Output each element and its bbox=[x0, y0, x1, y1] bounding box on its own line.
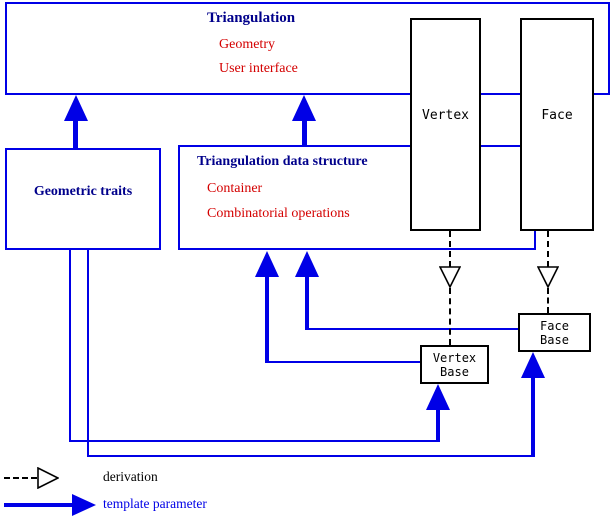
template-arrow-vertexbase-to-tds-horizontal bbox=[265, 361, 420, 363]
legend-derivation-dash bbox=[4, 477, 37, 479]
triangulation-title: Triangulation bbox=[207, 10, 296, 26]
template-arrow-vertexbase-to-tds-stem bbox=[265, 274, 269, 363]
template-arrow-facebase-to-tds-head-icon bbox=[295, 251, 319, 277]
vertex-base-label-line1: Vertex bbox=[432, 351, 477, 365]
template-arrow-traits-to-triangulation-head-icon bbox=[64, 95, 88, 121]
derivation-vertex-triangle-icon bbox=[439, 266, 461, 288]
legend-derivation-label: derivation bbox=[103, 469, 158, 484]
derivation-face-dash-upper bbox=[547, 231, 549, 267]
face-base-box: Face Base bbox=[518, 313, 591, 352]
legend-template-parameter-line bbox=[4, 503, 72, 507]
vertex-label: Vertex bbox=[422, 108, 469, 123]
vertex-base-box: Vertex Base bbox=[420, 345, 489, 384]
template-route-traits-to-vertexbase-horizontal bbox=[69, 440, 440, 442]
derivation-vertex-dash-upper bbox=[449, 231, 451, 267]
legend-derivation-triangle-icon bbox=[37, 467, 59, 489]
derivation-face-dash-lower bbox=[547, 288, 549, 313]
face-column-box: Face bbox=[520, 18, 594, 231]
triangulation-item-geometry: Geometry bbox=[219, 37, 275, 52]
template-arrow-traits-to-vertexbase-head-icon bbox=[426, 384, 450, 410]
vertex-base-label-line2: Base bbox=[440, 365, 469, 379]
legend-template-parameter-label: template parameter bbox=[103, 496, 207, 511]
legend-template-parameter-arrow-icon bbox=[72, 494, 96, 516]
vertex-column-box: Vertex bbox=[410, 18, 481, 231]
template-route-traits-to-vertexbase-vertical bbox=[69, 250, 71, 442]
template-arrow-vertexbase-to-tds-head-icon bbox=[255, 251, 279, 277]
face-label: Face bbox=[541, 108, 573, 123]
face-base-label-line1: Face bbox=[540, 319, 569, 333]
template-arrow-facebase-to-tds-horizontal bbox=[305, 328, 518, 330]
template-arrow-traits-to-vertexbase-stem bbox=[436, 408, 440, 442]
template-arrow-traits-to-facebase-stem bbox=[531, 378, 535, 457]
tds-box: Triangulation data structure Container C… bbox=[178, 145, 536, 250]
template-arrow-traits-to-triangulation-stem bbox=[73, 118, 78, 148]
triangulation-item-user-interface: User interface bbox=[219, 61, 298, 76]
template-arrow-tds-to-triangulation-head-icon bbox=[292, 95, 316, 121]
geometric-traits-box: Geometric traits bbox=[5, 148, 161, 250]
template-route-traits-to-facebase-horizontal bbox=[87, 455, 535, 457]
face-base-label-line2: Base bbox=[540, 333, 569, 347]
triangulation-box: Triangulation Geometry User interface bbox=[5, 2, 610, 95]
template-route-traits-to-facebase-vertical bbox=[87, 250, 89, 457]
geometric-traits-label: Geometric traits bbox=[33, 184, 133, 199]
derivation-face-triangle-icon bbox=[537, 266, 559, 288]
template-arrow-facebase-to-tds-stem bbox=[305, 274, 309, 330]
tds-title: Triangulation data structure bbox=[197, 154, 368, 169]
template-arrow-traits-to-facebase-head-icon bbox=[521, 352, 545, 378]
template-arrow-tds-to-triangulation-stem bbox=[302, 118, 307, 145]
tds-item-combinatorial-operations: Combinatorial operations bbox=[207, 206, 350, 221]
tds-item-container: Container bbox=[207, 181, 263, 196]
derivation-vertex-dash-lower bbox=[449, 288, 451, 345]
